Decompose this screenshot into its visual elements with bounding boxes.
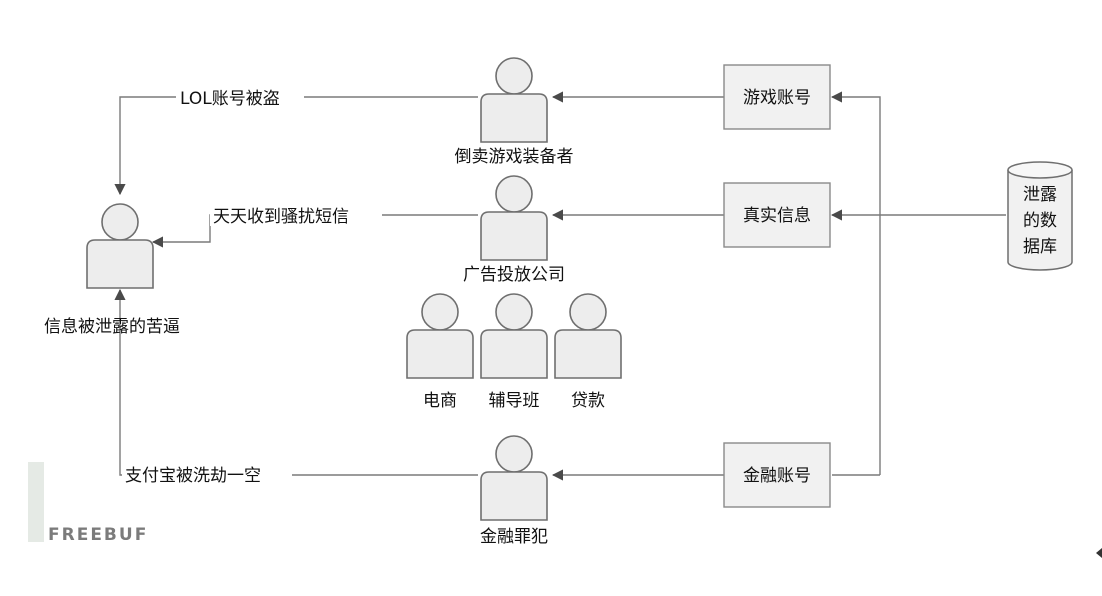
edge-reseller-to-victim bbox=[114, 96, 478, 196]
svg-text:LOL账号被盗: LOL账号被盗 bbox=[180, 89, 280, 109]
label-tutoring: 辅导班 bbox=[489, 391, 540, 411]
svg-text:支付宝被洗劫一空: 支付宝被洗劫一空 bbox=[125, 466, 261, 486]
label-ad-company: 广告投放公司 bbox=[463, 265, 565, 285]
label-ecommerce: 电商 bbox=[423, 391, 457, 411]
person-reseller bbox=[480, 57, 548, 143]
person-ecommerce bbox=[406, 293, 474, 379]
edge-criminal-to-victim bbox=[114, 288, 478, 476]
db-line-3: 据库 bbox=[1023, 237, 1057, 257]
edge-trunk-to-game-account bbox=[830, 91, 881, 475]
person-ad-company bbox=[480, 175, 548, 261]
finance-account-box: 金融账号 bbox=[723, 442, 831, 508]
svg-text:真实信息: 真实信息 bbox=[743, 206, 811, 226]
svg-text:天天收到骚扰短信: 天天收到骚扰短信 bbox=[213, 207, 349, 227]
edge-label-alipay: 支付宝被洗劫一空 bbox=[122, 464, 292, 486]
edges bbox=[114, 91, 1006, 481]
person-tutoring bbox=[480, 293, 548, 379]
freebuf-watermark: FREEBUF bbox=[28, 462, 148, 545]
label-criminal: 金融罪犯 bbox=[480, 527, 548, 547]
corner-mark bbox=[1096, 548, 1102, 558]
game-account-box: 游戏账号 bbox=[723, 64, 831, 130]
person-criminal bbox=[480, 435, 548, 521]
label-loan: 贷款 bbox=[571, 391, 605, 411]
svg-text:游戏账号: 游戏账号 bbox=[743, 88, 811, 108]
source-database: 泄露 的数 据库 bbox=[1007, 161, 1073, 271]
real-info-box: 真实信息 bbox=[723, 182, 831, 248]
person-loan bbox=[554, 293, 622, 379]
label-victim: 信息被泄露的苦逼 bbox=[44, 317, 180, 337]
label-reseller: 倒卖游戏装备者 bbox=[455, 147, 574, 167]
svg-text:金融账号: 金融账号 bbox=[743, 466, 811, 486]
person-victim bbox=[86, 203, 154, 289]
svg-text:FREEBUF: FREEBUF bbox=[48, 525, 148, 545]
edge-label-lol: LOL账号被盗 bbox=[176, 86, 304, 109]
db-line-2: 的数 bbox=[1023, 211, 1057, 231]
edge-label-sms: 天天收到骚扰短信 bbox=[210, 204, 382, 227]
db-line-1: 泄露 bbox=[1023, 185, 1057, 205]
